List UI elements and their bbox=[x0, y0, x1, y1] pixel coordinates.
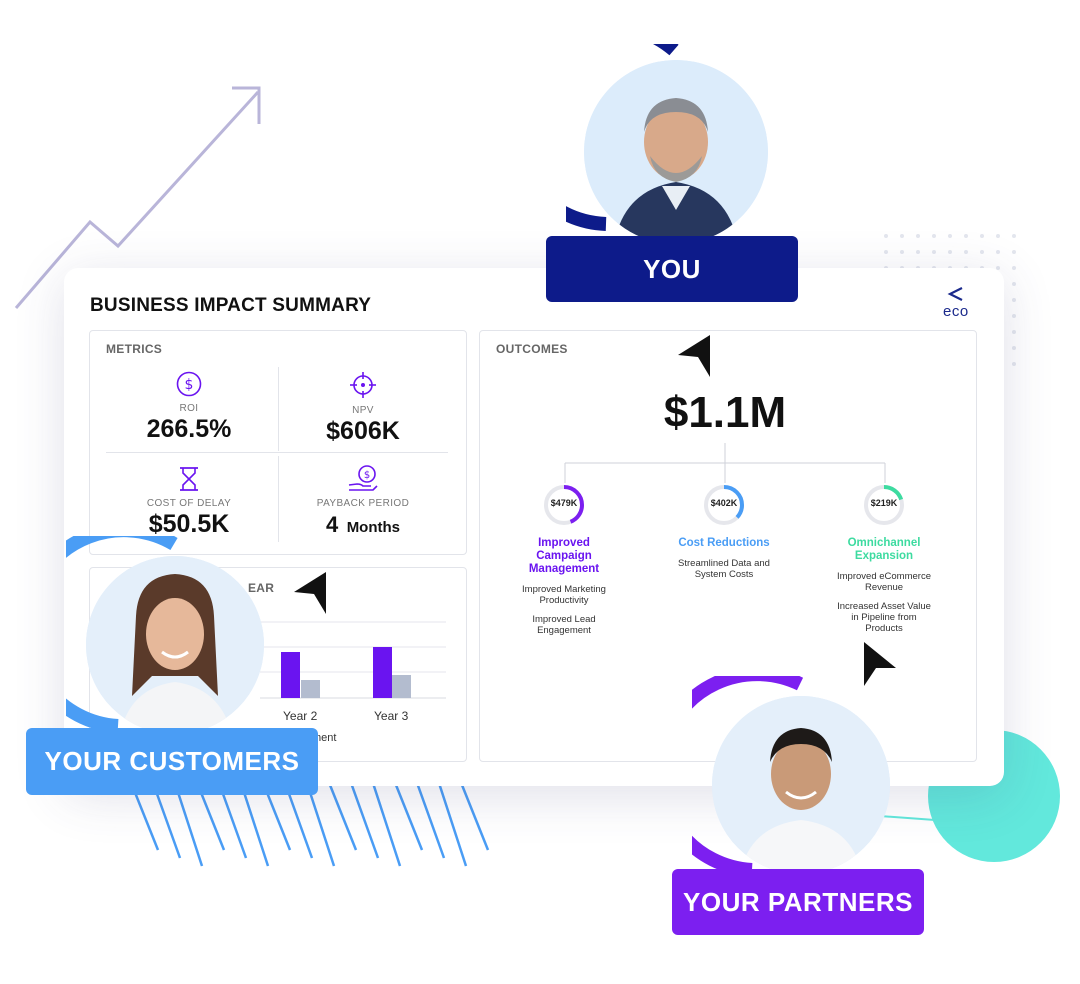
you-avatar bbox=[584, 60, 768, 244]
metrics-divider bbox=[278, 367, 279, 451]
svg-text:$: $ bbox=[185, 377, 194, 393]
outcome-detail: Improved eCommerce Revenue bbox=[837, 571, 931, 593]
x-axis-label: Year 2 bbox=[283, 709, 318, 723]
eco-logo-text: eco bbox=[943, 303, 969, 320]
year-bar-chart bbox=[260, 621, 446, 699]
person-silhouette-icon bbox=[712, 696, 890, 874]
metric-value: $50.5K bbox=[148, 510, 230, 538]
outcome-campaign-management: $479K Improved Campaign Management Impro… bbox=[489, 484, 639, 636]
outcome-amount: $219K bbox=[870, 498, 898, 508]
metric-label: COST OF DELAY bbox=[146, 498, 232, 509]
person-silhouette-icon bbox=[86, 556, 264, 734]
outcome-detail: Streamlined Data and System Costs bbox=[678, 558, 770, 580]
year-panel-header: EAR bbox=[248, 581, 275, 595]
partners-ring bbox=[692, 676, 804, 877]
svg-text:$: $ bbox=[364, 470, 370, 481]
partners-label: YOUR PARTNERS bbox=[672, 869, 924, 935]
progress-ring: $219K bbox=[863, 484, 905, 526]
metric-value: $606K bbox=[326, 417, 400, 445]
cursor-arrow-icon bbox=[294, 572, 326, 614]
bar-year2-secondary bbox=[301, 680, 320, 698]
metric-unit: Months bbox=[346, 519, 401, 536]
metrics-divider bbox=[278, 456, 279, 542]
outcome-detail: Improved Marketing Productivity bbox=[522, 584, 606, 606]
hourglass-icon bbox=[180, 467, 198, 491]
teal-line-decoration bbox=[880, 815, 936, 821]
outcome-title: Improved Campaign Management bbox=[528, 537, 600, 575]
outcomes-label: OUTCOMES bbox=[496, 342, 568, 356]
metric-payback-period: $ PAYBACK PERIOD 4 Months bbox=[278, 464, 448, 538]
eco-logo-icon bbox=[947, 287, 963, 301]
customers-label: YOUR CUSTOMERS bbox=[26, 728, 318, 795]
outcome-detail: Increased Asset Value in Pipeline from P… bbox=[837, 601, 931, 634]
progress-ring: $402K bbox=[703, 484, 745, 526]
metric-label: NPV bbox=[352, 405, 374, 416]
bar-year3-secondary bbox=[392, 675, 411, 698]
metrics-divider bbox=[106, 452, 448, 453]
cursor-arrow-icon bbox=[678, 335, 710, 377]
customers-ring bbox=[66, 536, 178, 733]
outcomes-total: $1.1M bbox=[663, 388, 787, 437]
metric-value: 266.5% bbox=[146, 415, 232, 443]
coin-hand-icon: $ bbox=[348, 465, 378, 491]
outcome-detail: Improved Lead Engagement bbox=[532, 614, 596, 636]
target-icon bbox=[350, 372, 376, 398]
progress-ring: $479K bbox=[543, 484, 585, 526]
x-axis-label: Year 3 bbox=[374, 709, 409, 723]
metric-roi: $ ROI 266.5% bbox=[104, 371, 274, 444]
cursor-arrow-icon bbox=[864, 642, 896, 686]
outcome-amount: $402K bbox=[710, 498, 738, 508]
partners-avatar bbox=[712, 696, 890, 874]
outcome-title: Omnichannel Expansion bbox=[847, 537, 921, 562]
metric-label: ROI bbox=[179, 403, 199, 414]
bar-year2-primary bbox=[281, 652, 300, 698]
dollar-circle-icon: $ bbox=[176, 371, 202, 397]
metric-value: 4 bbox=[325, 512, 339, 537]
metrics-panel: METRICS $ ROI 266.5% NPV $606K COST OF D… bbox=[89, 330, 467, 555]
bar-year3-primary bbox=[373, 647, 392, 698]
outcomes-panel: OUTCOMES bbox=[479, 330, 977, 762]
outcome-omnichannel-expansion: $219K Omnichannel Expansion Improved eCo… bbox=[809, 484, 959, 634]
person-silhouette-icon bbox=[584, 60, 768, 244]
metrics-label: METRICS bbox=[106, 342, 163, 356]
metric-label: PAYBACK PERIOD bbox=[316, 498, 410, 509]
trend-arrow-decoration bbox=[14, 86, 261, 309]
customers-avatar bbox=[86, 556, 264, 734]
outcomes-connector bbox=[564, 443, 886, 483]
outcome-cost-reductions: $402K Cost Reductions Streamlined Data a… bbox=[649, 484, 799, 580]
outcome-title: Cost Reductions bbox=[678, 537, 770, 549]
legend-fragment: ment bbox=[312, 732, 337, 744]
card-title: BUSINESS IMPACT SUMMARY bbox=[90, 295, 372, 316]
you-label: YOU bbox=[546, 236, 798, 302]
metric-npv: NPV $606K bbox=[278, 371, 448, 446]
metric-cost-of-delay: COST OF DELAY $50.5K bbox=[104, 466, 274, 539]
outcome-amount: $479K bbox=[550, 498, 578, 508]
